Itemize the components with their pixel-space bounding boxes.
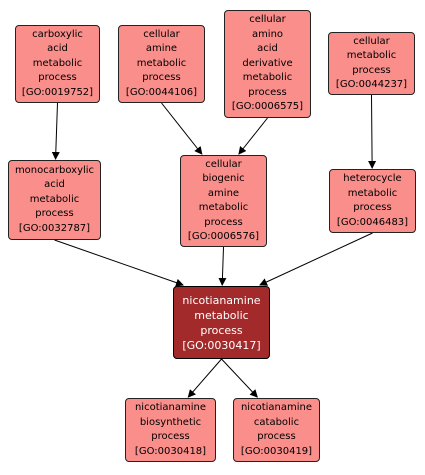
go-id: [GO:0044237] xyxy=(335,79,408,90)
node-label-line: cellular xyxy=(205,158,242,170)
node-carboxylic-acid-metabolic-process[interactable]: carboxylic acid metabolic process [GO:001975… xyxy=(15,25,100,103)
node-label-line: cellular xyxy=(353,35,390,47)
edge-biogenic-to-nicotianamine xyxy=(218,246,227,286)
node-label-line: derivative xyxy=(242,57,293,69)
node-label-line: biogenic xyxy=(202,173,245,184)
edge-nicotianamine-to-catabolic xyxy=(221,358,258,398)
node-label-line: amino xyxy=(251,28,284,40)
node-label-line: metabolic xyxy=(29,193,80,205)
node-label-line: cellular xyxy=(249,14,286,26)
node-label-line: acid xyxy=(257,43,278,55)
node-label-line: biosynthetic xyxy=(139,416,202,428)
node-label-line: metabolic xyxy=(242,72,293,84)
go-id: [GO:0032787] xyxy=(18,222,91,234)
node-label-line: process xyxy=(151,431,190,442)
node-label-line: catabolic xyxy=(253,416,300,428)
edge-heterocycle-to-nicotianamine xyxy=(259,232,373,286)
node-label-line: nicotianamine xyxy=(182,293,261,307)
node-nicotianamine-biosynthetic-process[interactable]: nicotianamine biosynthetic process [GO:0030… xyxy=(125,398,216,462)
node-label-line: process xyxy=(200,323,243,337)
node-cellular-amine-metabolic-process[interactable]: cellular amine metabolic process [GO:0044106… xyxy=(118,25,205,103)
node-label-line: metabolic xyxy=(136,57,187,69)
node-label-line: amine xyxy=(207,187,240,199)
node-label-line: amine xyxy=(145,43,178,55)
go-id: [GO:0019752] xyxy=(21,86,94,98)
edge-cell_amino-to-biogenic xyxy=(238,117,268,155)
node-label-line: process xyxy=(257,431,296,442)
node-label-line: nicotianamine xyxy=(134,402,207,413)
node-cellular-metabolic-process[interactable]: cellular metabolic process [GO:0044237] xyxy=(328,32,415,95)
node-label-line: monocarboxylic xyxy=(14,164,95,176)
node-heterocycle-metabolic-process[interactable]: heterocycle metabolic process [GO:0046483] xyxy=(329,169,416,233)
node-label-line: process xyxy=(142,72,181,84)
node-label-line: process xyxy=(204,216,243,228)
node-label-line: process xyxy=(352,64,391,76)
go-id: [GO:0030418] xyxy=(134,445,207,457)
node-label-line: heterocycle xyxy=(343,173,402,184)
go-id: [GO:0030417] xyxy=(182,338,261,352)
node-label-line: carboxylic xyxy=(32,28,83,40)
edge-carboxylic-to-monocarb xyxy=(51,102,60,160)
edge-monocarb-to-nicotianamine xyxy=(54,239,184,287)
node-label-line: process xyxy=(35,208,74,220)
node-label-line: nicotianamine xyxy=(240,402,313,413)
node-label-line: metabolic xyxy=(198,202,249,213)
node-monocarboxylic-acid-metabolic-process[interactable]: monocarboxylic acid metabolic process [GO:00… xyxy=(8,160,101,240)
edge-nicotianamine-to-biosynthetic xyxy=(187,358,222,398)
node-label-line: acid xyxy=(44,179,65,191)
edge-cell_metab-to-heterocycle xyxy=(368,94,377,169)
node-label-line: process xyxy=(38,72,77,84)
node-nicotianamine-catabolic-process[interactable]: nicotianamine catabolic process [GO:0030419… xyxy=(233,398,320,462)
go-id: [GO:0006576] xyxy=(187,231,260,242)
edge-cell_amine-to-biogenic xyxy=(161,102,203,155)
go-id: [GO:0006575] xyxy=(231,101,304,113)
node-label-line: metabolic xyxy=(346,50,397,61)
go-id: [GO:0046483] xyxy=(336,216,409,228)
node-label-line: process xyxy=(248,86,287,98)
node-cellular-biogenic-amine-metabolic-process[interactable]: cellular biogenic amine metabolic process [GO… xyxy=(180,155,267,247)
node-cellular-amino-acid-derivative-metabolic-process[interactable]: cellular amino acid derivative metabolic proc… xyxy=(224,10,311,118)
node-label-line: metabolic xyxy=(347,187,398,199)
node-label-line: cellular xyxy=(143,28,180,40)
node-label-line: metabolic xyxy=(194,308,249,322)
node-label-line: metabolic xyxy=(32,57,83,69)
node-label-line: process xyxy=(353,202,392,213)
go-id: [GO:0044106] xyxy=(125,86,198,98)
node-label-line: acid xyxy=(47,43,68,55)
go-id: [GO:0030419] xyxy=(240,445,313,457)
